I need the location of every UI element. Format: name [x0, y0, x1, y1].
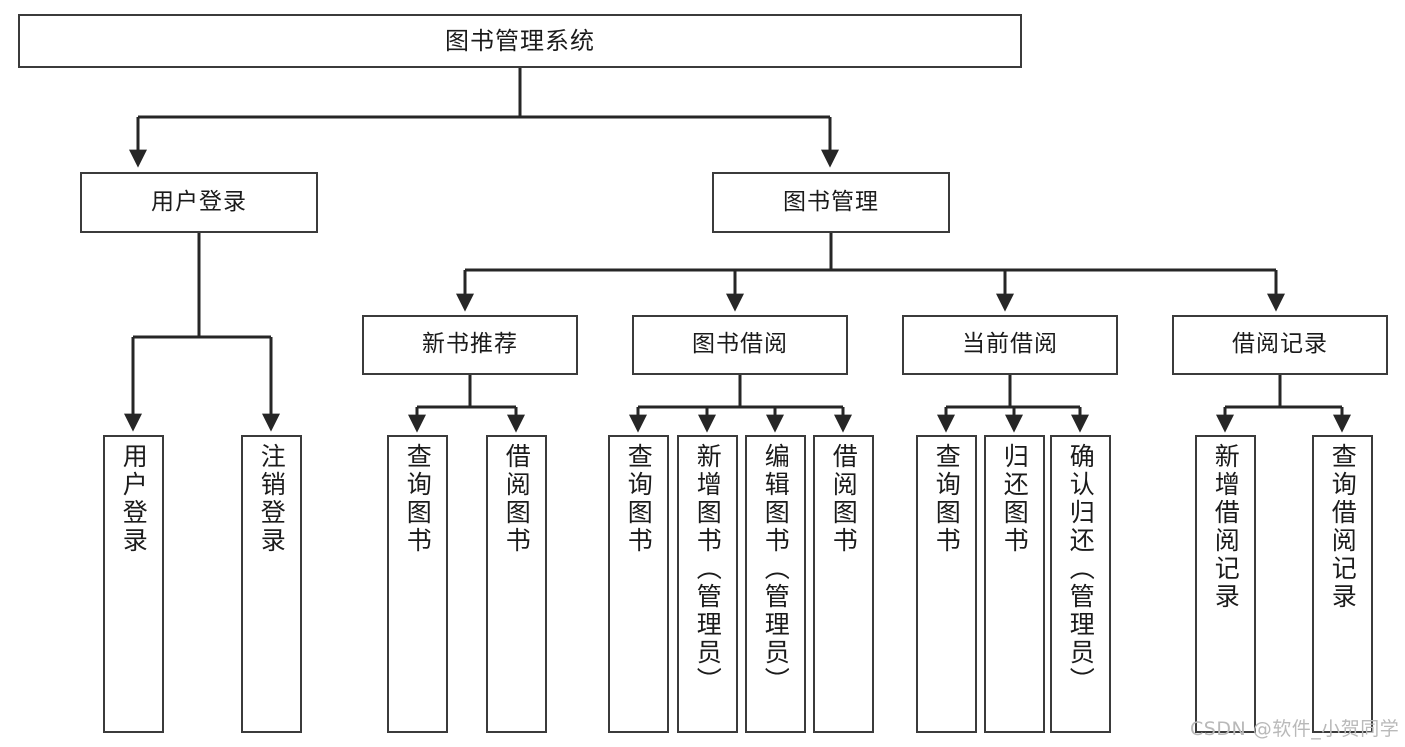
node-leaf-edit-book[interactable]: 编辑图书（管理员）	[745, 435, 806, 733]
node-leaf-edit-book-label: 编辑图书（管理员）	[761, 443, 791, 695]
watermark-text: CSDN @软件_小贺同学	[1190, 718, 1400, 740]
node-current-borrow[interactable]: 当前借阅	[902, 315, 1118, 375]
node-root-label: 图书管理系统	[445, 26, 595, 55]
node-user-login[interactable]: 用户登录	[80, 172, 318, 233]
node-leaf-query-book-3[interactable]: 查询图书	[916, 435, 977, 733]
node-book-manage-label: 图书管理	[783, 188, 879, 215]
node-leaf-query-record-label: 查询借阅记录	[1328, 443, 1358, 611]
node-leaf-user-login-label: 用户登录	[119, 443, 149, 555]
node-leaf-user-logout[interactable]: 注销登录	[241, 435, 302, 733]
node-leaf-query-book-1[interactable]: 查询图书	[387, 435, 448, 733]
node-leaf-query-record[interactable]: 查询借阅记录	[1312, 435, 1373, 733]
node-current-borrow-label: 当前借阅	[962, 331, 1058, 358]
node-leaf-query-book-1-label: 查询图书	[403, 443, 433, 555]
node-leaf-return-book-label: 归还图书	[1000, 443, 1030, 555]
node-leaf-confirm-return[interactable]: 确认归还（管理员）	[1050, 435, 1111, 733]
node-leaf-add-book[interactable]: 新增图书（管理员）	[677, 435, 738, 733]
node-leaf-borrow-book-2-label: 借阅图书	[829, 443, 859, 555]
node-root[interactable]: 图书管理系统	[18, 14, 1022, 68]
node-leaf-query-book-2-label: 查询图书	[624, 443, 654, 555]
node-leaf-add-book-label: 新增图书（管理员）	[693, 443, 723, 695]
node-leaf-user-login[interactable]: 用户登录	[103, 435, 164, 733]
node-leaf-borrow-book-1[interactable]: 借阅图书	[486, 435, 547, 733]
node-leaf-query-book-2[interactable]: 查询图书	[608, 435, 669, 733]
node-leaf-add-record-label: 新增借阅记录	[1211, 443, 1241, 611]
node-leaf-borrow-book-2[interactable]: 借阅图书	[813, 435, 874, 733]
node-book-manage[interactable]: 图书管理	[712, 172, 950, 233]
node-leaf-add-record[interactable]: 新增借阅记录	[1195, 435, 1256, 733]
node-new-book-rec[interactable]: 新书推荐	[362, 315, 578, 375]
node-book-borrow-label: 图书借阅	[692, 331, 788, 358]
node-user-login-label: 用户登录	[151, 188, 247, 215]
node-leaf-query-book-3-label: 查询图书	[932, 443, 962, 555]
node-borrow-record[interactable]: 借阅记录	[1172, 315, 1388, 375]
node-book-borrow[interactable]: 图书借阅	[632, 315, 848, 375]
node-leaf-borrow-book-1-label: 借阅图书	[502, 443, 532, 555]
node-new-book-rec-label: 新书推荐	[422, 331, 518, 358]
node-leaf-confirm-return-label: 确认归还（管理员）	[1066, 443, 1096, 695]
node-leaf-return-book[interactable]: 归还图书	[984, 435, 1045, 733]
node-leaf-user-logout-label: 注销登录	[257, 443, 287, 555]
node-borrow-record-label: 借阅记录	[1232, 331, 1328, 358]
